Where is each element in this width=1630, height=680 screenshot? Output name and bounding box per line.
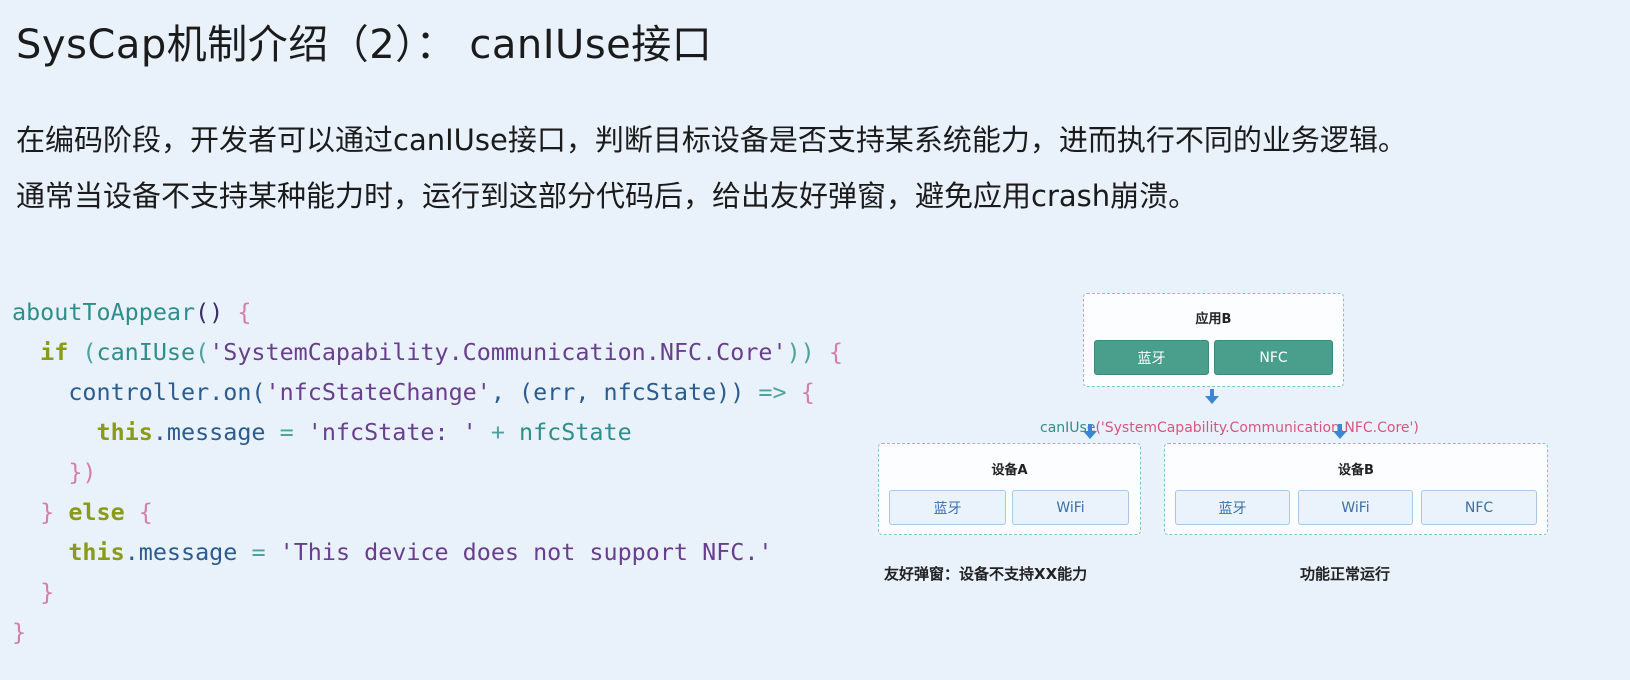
device-b-title: 设备B (1338, 463, 1374, 478)
down-arrow-icon (1205, 389, 1219, 404)
code-line-9: } (12, 612, 843, 652)
code-token: .on( (209, 378, 266, 406)
code-line-7: this.message = 'This device does not sup… (12, 532, 843, 572)
code-token: aboutToAppear (12, 298, 196, 326)
code-line-5: }) (12, 452, 843, 492)
code-token: controller (68, 378, 210, 406)
code-token: }) (68, 458, 97, 486)
device-a-caption: 友好弹窗：设备不支持XX能力 (884, 565, 1088, 583)
code-token: if (40, 338, 69, 366)
code-token: nfcState (504, 418, 632, 446)
device-a-box: 设备A 蓝牙 WiFi (878, 443, 1141, 535)
code-token: else (54, 498, 139, 526)
code-block: aboutToAppear() { if (canIUse('SystemCap… (12, 292, 843, 652)
code-token: this (96, 418, 153, 446)
down-arrow-icon (1083, 424, 1097, 439)
code-token: => (758, 378, 787, 406)
code-token: .message (152, 418, 280, 446)
code-token: 'nfcStateChange' (265, 378, 491, 406)
down-arrow-icon (1333, 424, 1347, 439)
code-token: { (237, 298, 252, 326)
code-token: 'nfcState: ' (293, 418, 491, 446)
code-line-6: } else { (12, 492, 843, 532)
device-b-box: 设备B 蓝牙 WiFi NFC (1164, 443, 1548, 535)
device-b-tile-wifi: WiFi (1298, 490, 1413, 525)
code-token: .message (124, 538, 252, 566)
api-fn: canIUse (1040, 420, 1096, 436)
code-token: { (138, 498, 153, 526)
device-a-tile-wifi: WiFi (1012, 490, 1129, 525)
intro-line-1: 在编码阶段，开发者可以通过canIUse接口，判断目标设备是否支持某系统能力，进… (16, 123, 1407, 157)
device-b-caption: 功能正常运行 (1300, 565, 1391, 583)
device-b-tile-nfc: NFC (1421, 490, 1537, 525)
page-title: SysCap机制介绍（2）： canIUse接口 (16, 22, 713, 68)
code-token: ( (195, 338, 210, 366)
code-token: } (40, 578, 55, 606)
code-token: = (251, 538, 266, 566)
app-b-tile-bluetooth: 蓝牙 (1094, 340, 1209, 375)
intro-paragraph: 在编码阶段，开发者可以通过canIUse接口，判断目标设备是否支持某系统能力，进… (16, 112, 1626, 224)
code-token: = (279, 418, 294, 446)
app-b-tile-nfc: NFC (1214, 340, 1333, 375)
api-arg: ('SystemCapability.Communication.NFC.Cor… (1095, 420, 1419, 436)
app-b-title: 应用B (1195, 312, 1232, 327)
intro-line-2: 通常当设备不支持某种能力时，运行到这部分代码后，给出友好弹窗，避免应用crash… (16, 179, 1198, 213)
code-line-3: controller.on('nfcStateChange', (err, nf… (12, 372, 843, 412)
code-token: } (40, 498, 55, 526)
code-token: canIUse (96, 338, 196, 366)
code-line-2: if (canIUse('SystemCapability.Communicat… (12, 332, 843, 372)
code-token: )) (786, 338, 829, 366)
device-a-tile-bluetooth: 蓝牙 (889, 490, 1006, 525)
code-token: this (68, 538, 125, 566)
code-token: 'SystemCapability.Communication.NFC.Core… (209, 338, 787, 366)
code-token: () (195, 298, 238, 326)
code-token: } (12, 618, 27, 646)
code-line-4: this.message = 'nfcState: ' + nfcState (12, 412, 843, 452)
app-b-box: 应用B 蓝牙 NFC (1083, 293, 1344, 387)
code-line-8: } (12, 572, 843, 612)
code-token: { (828, 338, 843, 366)
code-token: , (err, nfcState)) (490, 378, 759, 406)
code-token: 'This device does not support NFC.' (265, 538, 773, 566)
code-token: + (490, 418, 505, 446)
code-line-1: aboutToAppear() { (12, 292, 843, 332)
code-token: { (800, 378, 815, 406)
device-b-tile-bluetooth: 蓝牙 (1175, 490, 1290, 525)
device-a-title: 设备A (991, 463, 1028, 478)
code-token: ( (68, 338, 97, 366)
